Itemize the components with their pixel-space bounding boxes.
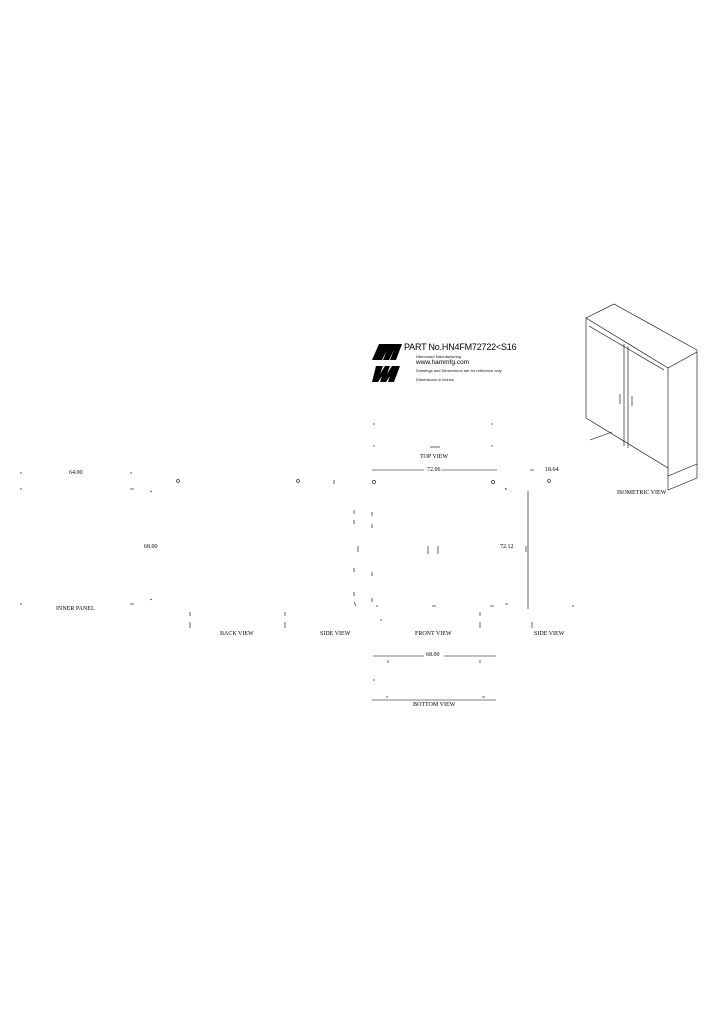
inner-panel-label: INNER PANEL (56, 606, 95, 612)
title-note-2: Drawings and Dimensions are for referenc… (416, 368, 502, 373)
back-view (176, 479, 300, 628)
inner-panel-view (20, 472, 153, 605)
website-link[interactable]: www.hammfg.com (416, 359, 470, 366)
isometric-enclosure (585, 303, 698, 491)
inner-panel-width-dimension: 64.00 (69, 470, 83, 476)
side-view-left-label: SIDE VIEW (320, 631, 351, 637)
top-view (372, 423, 497, 471)
side-view-right-label: SIDE VIEW (534, 631, 565, 637)
front-view (371, 480, 508, 628)
bottom-view (372, 655, 496, 701)
side-view-left (333, 480, 359, 607)
side-depth-dimension: 18.64 (545, 467, 559, 473)
front-width-dimension: 72.06 (427, 467, 441, 473)
bottom-view-label: BOTTOM VIEW (413, 702, 456, 708)
hammond-logo-icon (372, 344, 402, 382)
title-note-1: Hammond Manufacturing (416, 354, 461, 359)
front-view-label: FRONT VIEW (415, 631, 452, 637)
side-view-right (525, 469, 574, 628)
back-view-label: BACK VIEW (220, 631, 254, 637)
bottom-width-dimension: 68.00 (426, 652, 440, 658)
inner-panel-height-dimension: 68.00 (144, 544, 158, 550)
title-note-3: Dimensions in inches (416, 377, 454, 382)
front-height-dimension: 72.12 (500, 544, 514, 550)
part-number: PART No.HN4FM72722<S16 (404, 342, 517, 352)
top-view-label: TOP VIEW (420, 454, 449, 460)
isometric-view-label: ISOMETRIC VIEW (617, 490, 667, 496)
